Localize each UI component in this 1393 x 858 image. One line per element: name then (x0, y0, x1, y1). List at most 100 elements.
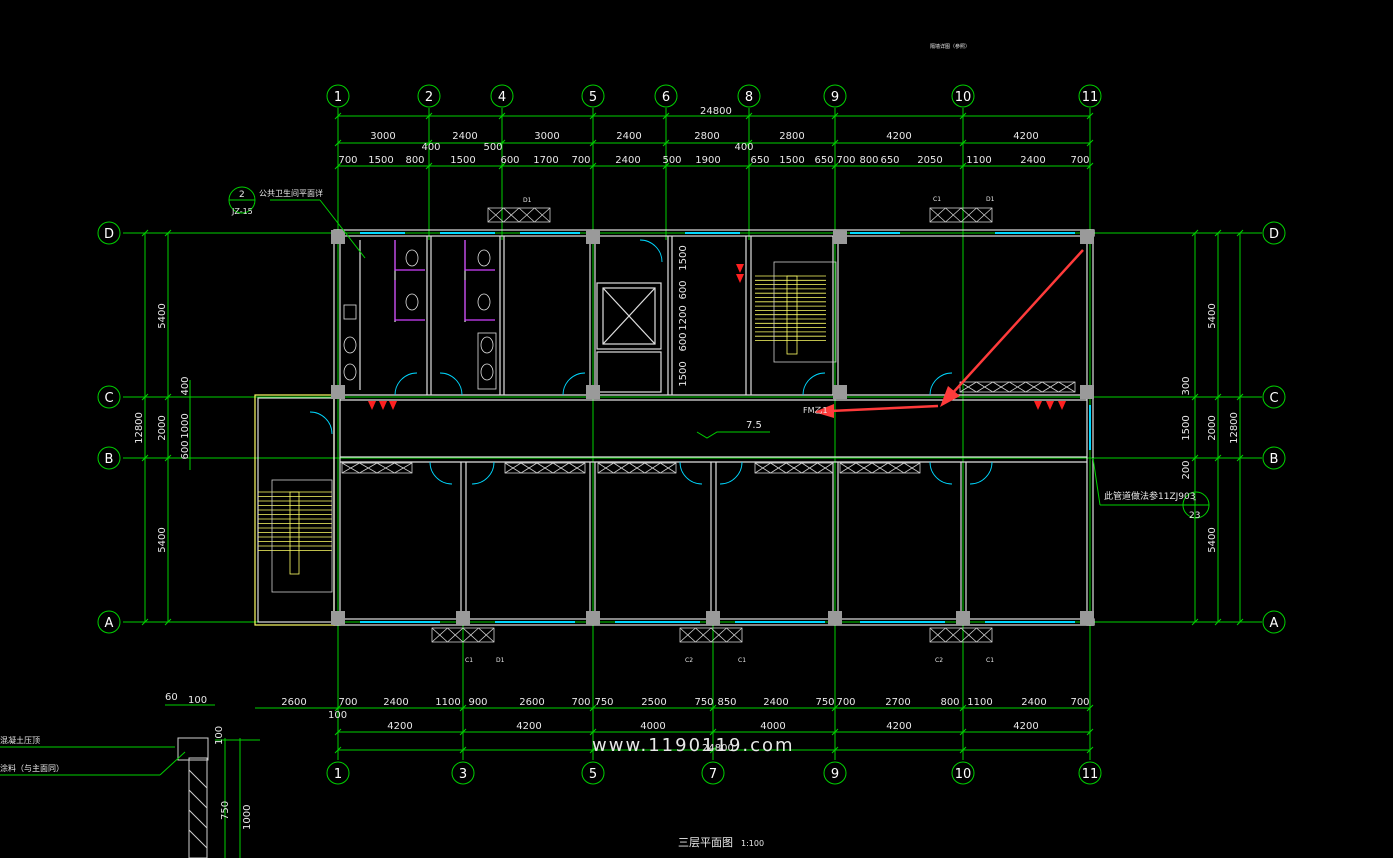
dim-top-detail: 650 (750, 155, 769, 166)
dim-left-small: 600 (180, 440, 191, 459)
axis-bubble-top-6 (654, 84, 678, 108)
section-dim-100b: 100 (214, 726, 225, 745)
axis-bubble-row-A-left (97, 610, 121, 634)
axis-label-row-B-right: B (1270, 452, 1279, 467)
axis-label-row-B-left: B (105, 452, 114, 467)
section-dim-100a: 100 (188, 695, 207, 706)
dim-bottom-detail: 900 (468, 697, 487, 708)
dim-bottom-detail: 2400 (1021, 697, 1046, 708)
dim-stair-vertical: 1500 (678, 361, 689, 386)
dim-bottom-detail: 2700 (885, 697, 910, 708)
section-note-1: 混凝土压顶 (0, 735, 40, 745)
elevation-value: 7.5 (746, 420, 762, 431)
dim-right-total: 12800 (1229, 412, 1240, 444)
dim-top-detail: 1500 (368, 155, 393, 166)
axis-bubble-bottom-3 (451, 761, 475, 785)
dim-left-part: 5400 (157, 303, 168, 328)
window-tag: D1 (496, 657, 505, 664)
dim-left-small: 1000 (180, 413, 191, 438)
dim-top-span: 2400 (452, 131, 477, 142)
watermark: www.1190119.com (592, 735, 795, 756)
door-swings (309, 239, 993, 485)
parapet-section-detail (0, 704, 260, 858)
left-callout-text: 公共卫生间平面详 (259, 188, 323, 198)
window-tag: C1 (738, 657, 746, 664)
bottom-small-dim: 100 (328, 710, 347, 721)
dim-left-small: 400 (180, 376, 191, 395)
door-label: FM乙1 (803, 406, 828, 415)
walls (254, 229, 1095, 626)
dim-left-part: 5400 (157, 527, 168, 552)
window-tag: C1 (986, 657, 994, 664)
dim-bottom-span: 4000 (760, 721, 785, 732)
axis-label-bottom-1: 1 (334, 767, 342, 782)
window-tag: C2 (935, 657, 943, 664)
dim-top-detail: 700 (1070, 155, 1089, 166)
dim-bottom-detail: 2600 (519, 697, 544, 708)
section-note-2: 涂料（与主面同） (0, 763, 64, 773)
dim-right-part: 5400 (1207, 303, 1218, 328)
dim-top-small: 500 (483, 142, 502, 153)
right-callout-number: - (1193, 495, 1196, 505)
axis-bubble-top-11 (1078, 84, 1102, 108)
dim-right-small: 200 (1181, 460, 1192, 479)
axis-bubble-top-4 (490, 84, 514, 108)
dim-bottom-detail: 750 (594, 697, 613, 708)
dim-top-detail: 2050 (917, 155, 942, 166)
axis-label-top-4: 4 (498, 90, 506, 105)
dim-top-span: 4200 (1013, 131, 1038, 142)
axis-label-bottom-9: 9 (831, 767, 839, 782)
axis-label-top-11: 11 (1082, 90, 1099, 105)
left-callout-number: 2 (239, 190, 245, 200)
window-tag: D1 (986, 196, 995, 203)
axis-label-bottom-3: 3 (459, 767, 467, 782)
drawing-scale: 1:100 (741, 839, 764, 848)
window-tag: D1 (523, 197, 532, 204)
dim-top-detail: 650 (814, 155, 833, 166)
dim-top-detail: 1900 (695, 155, 720, 166)
axis-label-row-C-right: C (1269, 391, 1278, 406)
dim-top-detail: 500 (662, 155, 681, 166)
dim-top-detail: 700 (338, 155, 357, 166)
dim-top-small: 400 (421, 142, 440, 153)
dim-bottom-detail: 2400 (763, 697, 788, 708)
dim-bottom-span: 4200 (1013, 721, 1038, 732)
dim-stair-vertical: 1500 (678, 245, 689, 270)
axis-label-top-6: 6 (662, 90, 670, 105)
dim-left-part: 2000 (157, 415, 168, 440)
axis-label-top-5: 5 (589, 90, 597, 105)
dim-right-part: 2000 (1207, 415, 1218, 440)
dim-bottom-detail: 2400 (383, 697, 408, 708)
axis-label-row-A-right: A (1270, 616, 1279, 631)
axis-bubble-top-10 (951, 84, 975, 108)
axis-bubble-row-C-right (1262, 385, 1286, 409)
overall-bottom-dim: 24800 (702, 743, 734, 754)
section-dim-60: 60 (165, 692, 178, 703)
axis-label-row-C-left: C (104, 391, 113, 406)
axis-bubble-top-5 (581, 84, 605, 108)
stairs (258, 261, 837, 593)
axis-bubble-row-B-left (97, 446, 121, 470)
text-layer: 隔墙详图（参照） 24800 24800 7.5 FM乙1 2 JZ-15 公共… (0, 43, 1200, 849)
dim-top-span: 3000 (534, 131, 559, 142)
windows (360, 232, 1091, 623)
right-callout-sheet: 23 (1189, 511, 1200, 521)
axis-bubble-row-B-right (1262, 446, 1286, 470)
dim-bottom-detail: 2600 (281, 697, 306, 708)
drawing-title: 三层平面图 (678, 836, 733, 849)
window-tag: C2 (685, 657, 693, 664)
axis-bubble-row-C-left (97, 385, 121, 409)
section-dim-750: 750 (220, 801, 231, 820)
axis-label-bottom-10: 10 (955, 767, 972, 782)
dim-bottom-detail: 2500 (641, 697, 666, 708)
red-annotation-arrows (814, 249, 1084, 418)
fire-hydrant-marks (368, 264, 1066, 410)
dim-bottom-span: 4200 (886, 721, 911, 732)
dim-top-detail: 1100 (966, 155, 991, 166)
axis-label-bottom-5: 5 (589, 767, 597, 782)
axis-label-top-9: 9 (831, 90, 839, 105)
left-callout-sheet: JZ-15 (231, 207, 253, 216)
section-dim-1000: 1000 (242, 805, 253, 830)
